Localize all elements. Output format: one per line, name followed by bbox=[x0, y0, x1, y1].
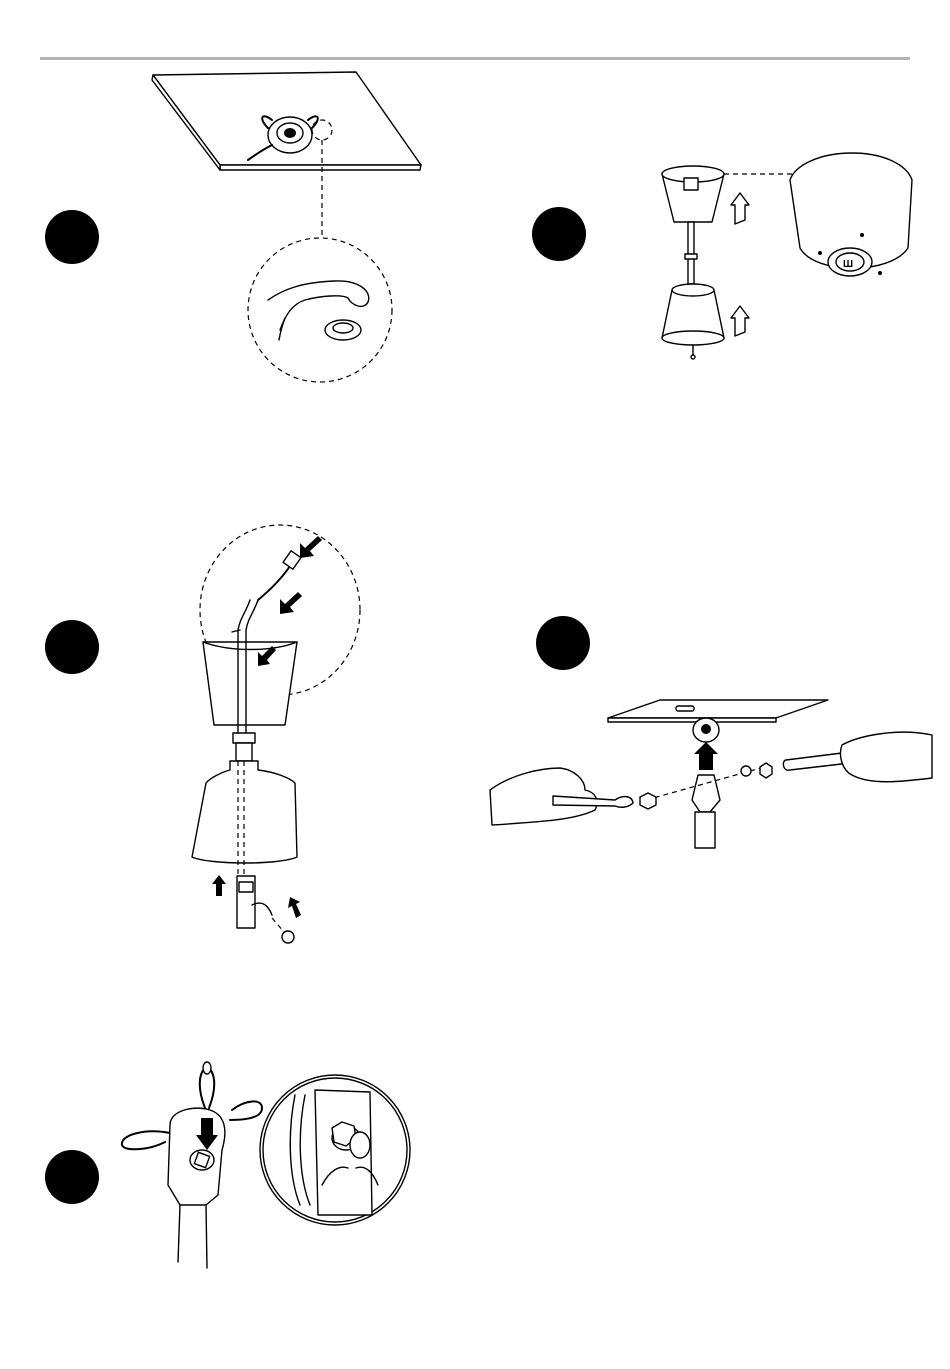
step-1-figure bbox=[152, 72, 421, 382]
step-3-figure bbox=[192, 525, 360, 943]
step-4-figure bbox=[490, 700, 932, 848]
svg-text:Ш: Ш bbox=[843, 259, 853, 270]
step-5-figure bbox=[122, 1062, 410, 1268]
step-2-figure: Ш bbox=[662, 153, 912, 359]
